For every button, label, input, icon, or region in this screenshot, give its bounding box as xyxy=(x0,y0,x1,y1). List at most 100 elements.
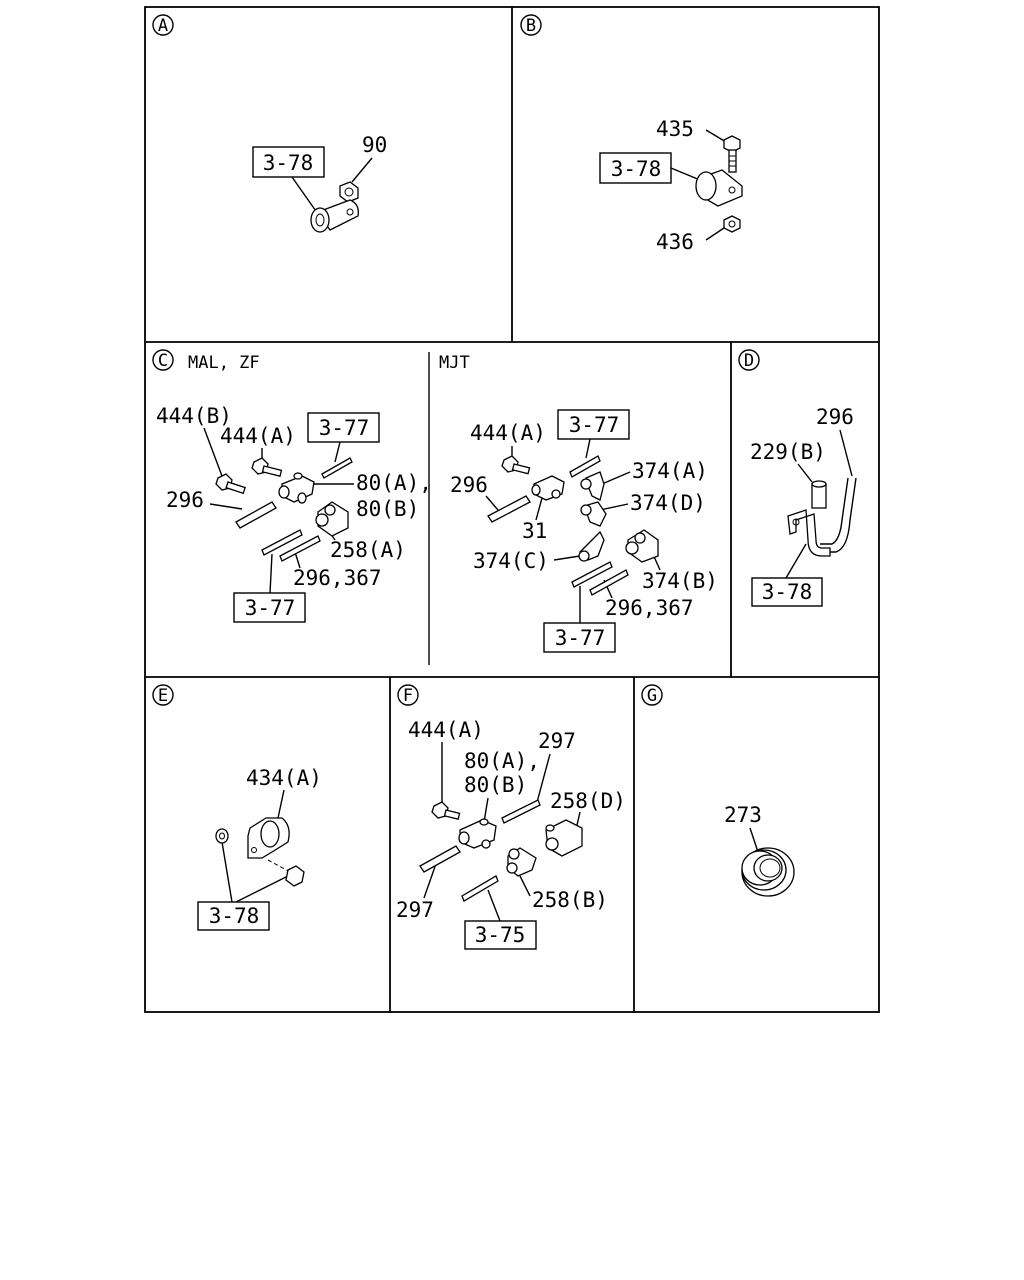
pipe-3-75 xyxy=(461,875,499,902)
panel-f-part-80a-label[interactable]: 80(A), xyxy=(464,749,540,773)
panel-mjt-ref-bottom-label[interactable]: 3-77 xyxy=(555,626,606,650)
panel-e-ref-box xyxy=(197,901,270,931)
tee-joint-31 xyxy=(531,475,565,501)
bolt-444b xyxy=(215,473,246,495)
panel-d: D 296 229(B) 3-78 xyxy=(738,349,857,607)
panel-mjt-ref-top-box xyxy=(557,409,630,440)
elbow-258a xyxy=(315,501,349,537)
diagram-frame xyxy=(144,6,880,1013)
panel-mjt: MJT 444(A) 3-77 374(A) 296 374(D) 31 374… xyxy=(439,353,718,653)
panel-b-part-436-label[interactable]: 436 xyxy=(656,230,694,254)
panel-b-ref-label[interactable]: 3-78 xyxy=(611,157,662,181)
elbow-258d xyxy=(545,819,583,857)
panel-f: F 444(A) 297 80(A), 80(B) 258(D) 297 258… xyxy=(396,684,626,950)
panel-c-ref-bottom-box xyxy=(233,592,306,623)
cross-joint-80 xyxy=(278,472,315,504)
panel-c-part-80b-label[interactable]: 80(B) xyxy=(356,497,419,521)
panel-f-part-297-top-label[interactable]: 297 xyxy=(538,729,576,753)
panel-c-part-296-label[interactable]: 296 xyxy=(166,488,204,512)
panel-g-letter: G xyxy=(647,686,657,706)
panel-mjt-title: MJT xyxy=(439,353,470,373)
panel-g: G 273 xyxy=(641,684,795,897)
panel-e-part-434a-label[interactable]: 434(A) xyxy=(246,766,322,790)
panel-f-part-80b-label[interactable]: 80(B) xyxy=(464,773,527,797)
panel-mjt-part-374a-label[interactable]: 374(A) xyxy=(632,459,708,483)
panel-mjt-part-374c-label[interactable]: 374(C) xyxy=(473,549,549,573)
u-bracket-d xyxy=(787,509,831,557)
panel-b-letter: B xyxy=(526,16,536,36)
pipe-c-top xyxy=(321,457,353,479)
panel-c-part-296-367-label[interactable]: 296,367 xyxy=(293,566,382,590)
panel-mjt-ref-top-label[interactable]: 3-77 xyxy=(569,413,620,437)
panel-a-letter: A xyxy=(158,16,168,36)
panel-g-part-273-label[interactable]: 273 xyxy=(724,803,762,827)
panel-b-part-435-label[interactable]: 435 xyxy=(656,117,694,141)
panel-f-part-258d-label[interactable]: 258(D) xyxy=(550,789,626,813)
nut-90 xyxy=(339,181,359,203)
panel-c-letter: C xyxy=(158,351,168,371)
pipe-296-367-a xyxy=(261,529,303,556)
nut-436 xyxy=(723,215,741,233)
elbow-374c xyxy=(578,530,605,562)
panel-d-part-296-label[interactable]: 296 xyxy=(816,405,854,429)
panel-e: E 434(A) 3-78 xyxy=(152,684,322,931)
panel-d-letter: D xyxy=(744,351,754,371)
panel-d-ref-label[interactable]: 3-78 xyxy=(762,580,813,604)
panel-c-part-258a-label[interactable]: 258(A) xyxy=(330,538,406,562)
elbow-374a xyxy=(580,471,605,501)
panel-c-part-444b-label[interactable]: 444(B) xyxy=(156,404,232,428)
pipe-297-top xyxy=(501,799,541,824)
pipe-297-bottom xyxy=(419,845,461,873)
panel-f-ref-box xyxy=(464,920,537,950)
panel-c-ref-top-label[interactable]: 3-77 xyxy=(319,416,370,440)
panel-b: B 435 3-78 436 xyxy=(520,14,743,254)
clamp-434a xyxy=(247,817,290,859)
panel-mjt-part-296-367-label[interactable]: 296,367 xyxy=(605,596,694,620)
bolt-444a xyxy=(251,457,283,477)
cross-joint-80-f xyxy=(458,818,497,849)
bolt-435 xyxy=(723,135,741,173)
pipe-mjt-296-367-a xyxy=(571,561,613,588)
clamp-bracket-b xyxy=(695,169,743,207)
panel-mjt-part-444a-label[interactable]: 444(A) xyxy=(470,421,546,445)
panel-e-letter: E xyxy=(158,686,168,706)
bolt-444a-mjt xyxy=(501,455,531,475)
panel-a: A 3-78 90 xyxy=(152,14,387,233)
panel-mjt-ref-bottom-box xyxy=(543,622,616,653)
hose-296-d xyxy=(816,477,857,553)
panel-c-ref-bottom-label[interactable]: 3-77 xyxy=(245,596,296,620)
bolt-e xyxy=(267,859,305,887)
panel-a-ref-box xyxy=(252,146,325,178)
pipe-296-mjt xyxy=(487,495,531,523)
pipe-296-367-b xyxy=(279,535,321,562)
panel-f-part-444a-label[interactable]: 444(A) xyxy=(408,718,484,742)
bolt-444a-f xyxy=(431,801,461,820)
panel-mjt-part-374d-label[interactable]: 374(D) xyxy=(630,491,706,515)
panel-mjt-part-31-label[interactable]: 31 xyxy=(522,519,547,543)
panel-c-ref-top-box xyxy=(307,412,380,443)
panel-d-ref-box xyxy=(751,577,823,607)
elbow-374d xyxy=(580,501,607,527)
panel-mjt-part-374b-label[interactable]: 374(B) xyxy=(642,569,718,593)
washer-e xyxy=(215,828,229,844)
panel-f-ref-label[interactable]: 3-75 xyxy=(475,923,526,947)
elbow-258b xyxy=(506,847,537,877)
panel-e-ref-label[interactable]: 3-78 xyxy=(209,904,260,928)
panel-c-title: MAL, ZF xyxy=(188,353,260,373)
panel-f-part-258b-label[interactable]: 258(B) xyxy=(532,888,608,912)
elbow-374b xyxy=(625,529,659,563)
panel-d-part-229b-label[interactable]: 229(B) xyxy=(750,440,826,464)
panel-a-ref-label[interactable]: 3-78 xyxy=(263,151,314,175)
panel-c-part-444a-label[interactable]: 444(A) xyxy=(220,424,296,448)
panel-a-part-90-label[interactable]: 90 xyxy=(362,133,387,157)
grommet-273 xyxy=(741,847,795,897)
panel-mjt-part-296-label[interactable]: 296 xyxy=(450,473,488,497)
spacer-229b xyxy=(811,480,827,509)
pipe-mjt-296-367-b xyxy=(589,569,629,596)
panel-c-part-80a-label[interactable]: 80(A), xyxy=(356,471,432,495)
panel-c: C MAL, ZF 444(B) 444(A) 3-77 80(A), 80(B… xyxy=(152,349,432,623)
panel-f-part-297-bottom-label[interactable]: 297 xyxy=(396,898,434,922)
panel-f-letter: F xyxy=(403,686,413,706)
pipe-mjt-top xyxy=(569,455,601,478)
